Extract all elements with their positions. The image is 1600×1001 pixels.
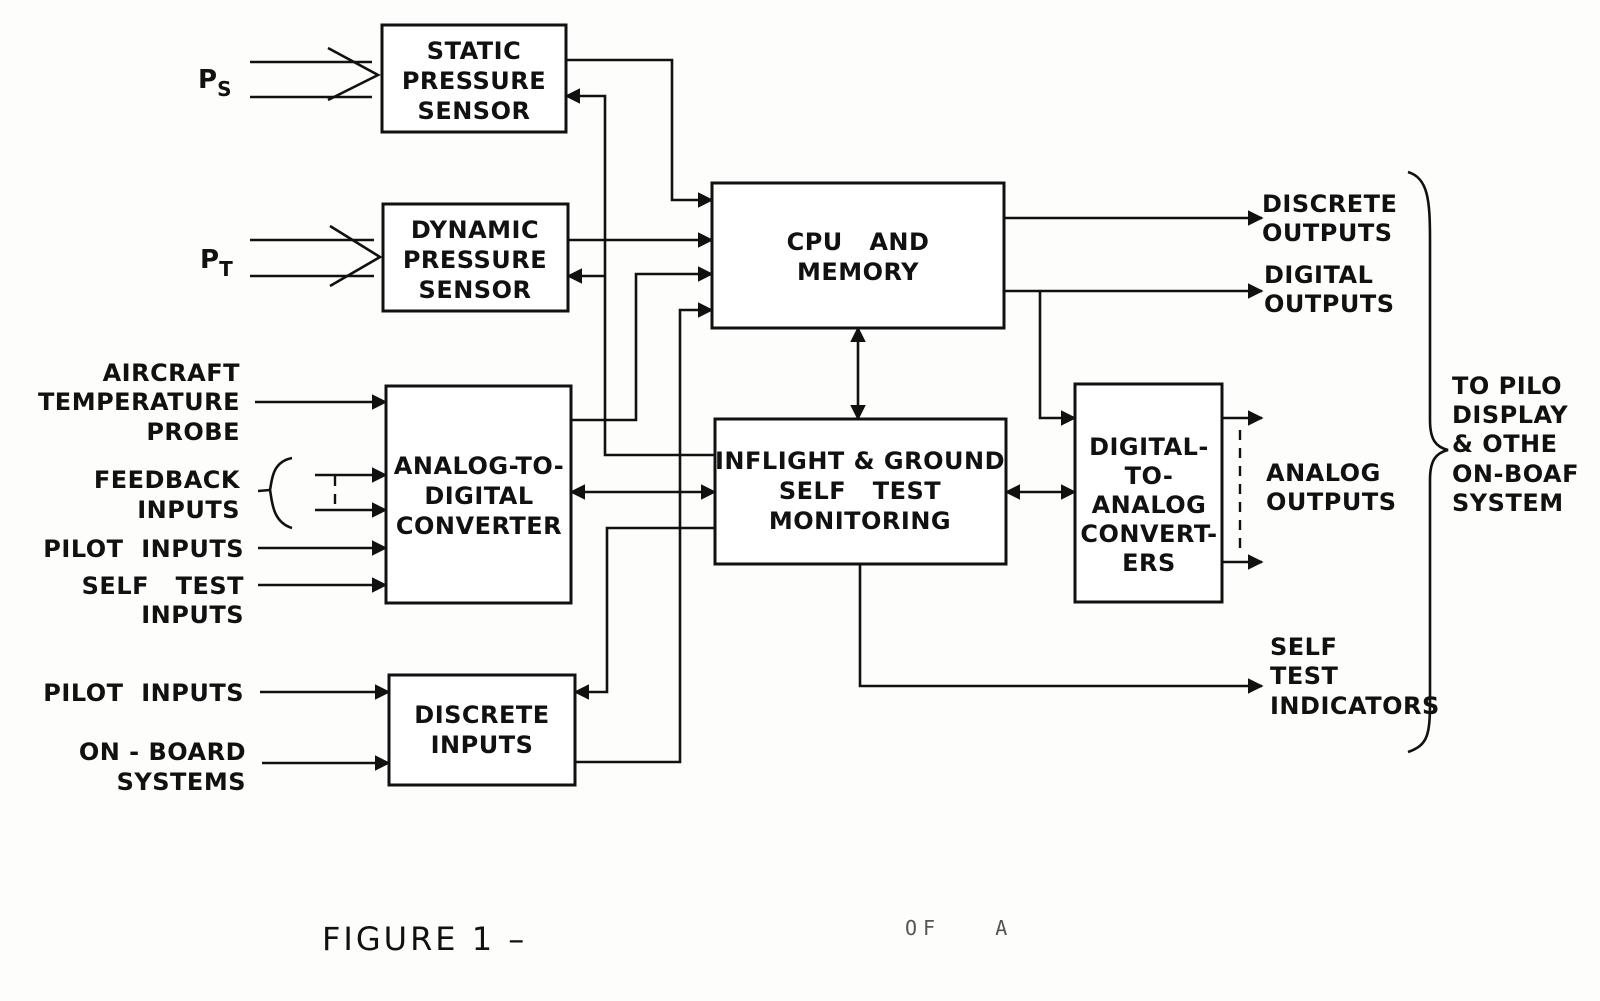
pilot-inputs-adc-label: PILOT INPUTS xyxy=(43,535,244,563)
static-sensor-label-2: PRESSURE xyxy=(402,67,546,95)
digital-outputs-label-1: DIGITAL xyxy=(1264,261,1373,289)
destination-label-3: & OTHE xyxy=(1452,430,1558,458)
feedback-label-1: FEEDBACK xyxy=(94,466,241,494)
digital-outputs-label-2: OUTPUTS xyxy=(1264,290,1395,318)
temp-probe-label-1: AIRCRAFT xyxy=(103,359,241,387)
discrete-outputs-label-1: DISCRETE xyxy=(1262,190,1397,218)
onboard-systems-label-2: SYSTEMS xyxy=(117,768,246,796)
selftest-indicators-label-2: TEST xyxy=(1270,662,1339,690)
onboard-systems-label-1: ON - BOARD xyxy=(79,738,246,766)
cpu-label-2: MEMORY xyxy=(797,258,919,286)
ps-label: PS xyxy=(198,65,231,101)
dynamic-sensor-label-3: SENSOR xyxy=(419,276,532,304)
analog-to-digital-converter-box xyxy=(384,384,573,605)
ps-input-symbol xyxy=(250,46,381,102)
selftest-label-2: SELF TEST xyxy=(779,477,941,505)
self-test-inputs-label-1: SELF TEST xyxy=(82,572,244,600)
static-to-cpu-wire xyxy=(566,58,714,208)
adc-label-2: DIGITAL xyxy=(424,482,533,510)
cpu-label-1: CPU AND xyxy=(787,228,930,256)
destination-label-2: DISPLAY xyxy=(1452,401,1568,429)
figure-caption-label: FIGURE 1 – xyxy=(322,920,527,958)
dac-label-4: CONVERT- xyxy=(1080,520,1217,548)
figure-caption-line-1: OF A xyxy=(905,916,1013,940)
discrete-inputs-label-2: INPUTS xyxy=(431,731,534,759)
destination-label-5: SYSTEM xyxy=(1452,489,1564,517)
analog-outputs-label-1: ANALOG xyxy=(1266,459,1381,487)
dac-label-3: ANALOG xyxy=(1092,491,1207,519)
static-pressure-sensor-box xyxy=(380,23,568,134)
static-sensor-label-1: STATIC xyxy=(427,37,521,65)
pt-input-symbol xyxy=(250,224,383,288)
adc-to-cpu-wire xyxy=(571,266,714,422)
discrete-inputs-box xyxy=(387,673,577,787)
temp-probe-label-2: TEMPERATURE xyxy=(38,388,240,416)
destination-label-1: TO PILO xyxy=(1452,372,1562,400)
discrete-outputs-label-2: OUTPUTS xyxy=(1262,219,1393,247)
feedback-brace xyxy=(257,456,293,530)
dac-label-5: ERS xyxy=(1122,549,1176,577)
selftest-to-discrete-wire xyxy=(573,526,715,700)
pt-label: PT xyxy=(200,245,233,281)
self-test-inputs-label-2: INPUTS xyxy=(141,601,244,629)
selftest-indicators-arrow xyxy=(858,564,1264,694)
selftest-label-3: MONITORING xyxy=(769,507,951,535)
cpu-and-memory-box xyxy=(710,181,1006,330)
discrete-inputs-label-1: DISCRETE xyxy=(414,701,549,729)
dynamic-sensor-label-2: PRESSURE xyxy=(403,246,547,274)
adc-label-3: CONVERTER xyxy=(396,512,562,540)
cpu-to-dac-wire xyxy=(1038,292,1077,426)
dynamic-sensor-label-1: DYNAMIC xyxy=(411,216,539,244)
dynamic-pressure-sensor-box xyxy=(381,202,570,313)
feedback-label-2: INPUTS xyxy=(137,496,240,524)
temp-probe-label-3: PROBE xyxy=(146,418,240,446)
output-brace xyxy=(1407,170,1449,754)
destination-label-4: ON-BOAF xyxy=(1452,460,1579,488)
analog-outputs-label-2: OUTPUTS xyxy=(1266,488,1397,516)
dac-label-2: TO- xyxy=(1125,462,1174,490)
selftest-indicators-label-3: INDICATORS xyxy=(1270,692,1440,720)
static-sensor-label-3: SENSOR xyxy=(418,97,531,125)
adc-label-1: ANALOG-TO- xyxy=(394,452,564,480)
dac-label-1: DIGITAL- xyxy=(1089,433,1209,461)
pilot-inputs-discrete-label: PILOT INPUTS xyxy=(43,679,244,707)
discrete-to-cpu-wire xyxy=(575,302,714,764)
selftest-indicators-label-1: SELF xyxy=(1270,633,1337,661)
selftest-label-1: INFLIGHT & GROUND xyxy=(715,447,1005,475)
